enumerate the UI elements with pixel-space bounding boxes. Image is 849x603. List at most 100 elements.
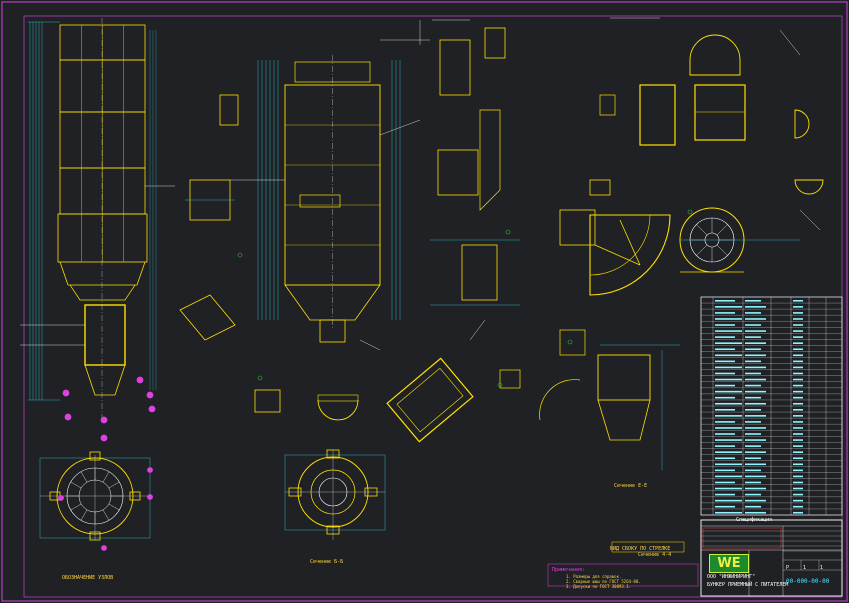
bom-text [745, 409, 761, 411]
bom-text [715, 324, 735, 326]
rotated-detail [386, 357, 474, 443]
small-detail [499, 369, 521, 389]
plan-spoke [70, 503, 82, 511]
arch-detail [689, 34, 741, 76]
plan-spoke [80, 509, 88, 521]
note-1: 1. Размеры для справок. [566, 574, 622, 579]
quarter-box [559, 209, 596, 246]
quarter-ring [589, 214, 671, 296]
datum-marker [497, 382, 503, 388]
bom-text [745, 402, 766, 405]
bom-text [745, 348, 761, 351]
title-sheet: 1 [803, 565, 807, 571]
datum-marker [687, 209, 693, 215]
quarter-spoke [594, 244, 641, 266]
bom-text [715, 445, 735, 447]
bom-text [793, 451, 803, 453]
leader-line [469, 319, 486, 341]
bom-text [745, 445, 761, 447]
node-marker [58, 495, 64, 501]
bom-text [745, 372, 761, 375]
bom-text [715, 463, 742, 466]
view-label-section-b: Сечение Б-Б [310, 559, 344, 565]
bom-text [793, 402, 803, 405]
half-round-b [794, 179, 824, 195]
title-sheets: 1 [820, 565, 824, 571]
bom-text [793, 499, 803, 502]
node-marker [136, 376, 144, 384]
view-label-top-right: Сечение 4-4 [638, 552, 672, 558]
bom-text [793, 366, 803, 369]
bom-text [745, 487, 766, 490]
bom-text [715, 342, 742, 344]
bom-text [715, 396, 735, 399]
bom-text [745, 336, 761, 338]
small-plate [589, 179, 611, 196]
bom-text [745, 511, 766, 514]
feeder-body [84, 304, 126, 366]
bom-text [715, 493, 735, 496]
bom-text [745, 306, 766, 308]
bom-text [715, 469, 735, 472]
detail-saddle [317, 399, 359, 421]
detail-bracket-b [461, 244, 498, 301]
plan-spoke [70, 481, 82, 489]
node-marker [147, 494, 153, 500]
section-e-cone [597, 399, 651, 441]
plan-spoke [102, 509, 110, 521]
notes-header-box [611, 541, 685, 553]
detail-bracket-a [437, 149, 479, 196]
bom-text [745, 505, 761, 508]
leader-line [359, 339, 381, 351]
bom-text [745, 378, 766, 381]
bom-text [745, 312, 761, 314]
bom-text [715, 318, 742, 320]
wheel-spoke [716, 224, 728, 236]
bom-text [715, 439, 742, 441]
bom-text [745, 342, 766, 344]
bom-text [745, 300, 761, 302]
detail-tab [484, 27, 506, 59]
bom-text [715, 378, 742, 381]
node-marker [147, 467, 153, 473]
detail-plate [254, 389, 281, 413]
bom-text [745, 324, 761, 326]
bom-text [793, 396, 803, 399]
note-3: 3. Допуски по ГОСТ 30893.1. [566, 584, 632, 589]
bom-text [745, 451, 766, 453]
bom-text [793, 409, 803, 411]
bom-text [715, 306, 742, 308]
red-stamp [702, 527, 782, 549]
bom-text [745, 384, 761, 387]
datum-marker [567, 339, 573, 345]
bom-text [745, 427, 766, 429]
bom-text [715, 487, 742, 490]
bom-text [793, 475, 803, 478]
bom-text [715, 372, 735, 375]
bom-text [715, 409, 735, 411]
leader-line [799, 209, 821, 231]
hopper-skirt [69, 284, 136, 301]
bom-text [745, 396, 761, 399]
bom-text [793, 463, 803, 466]
bom-text [715, 451, 742, 453]
wheel-spoke [716, 244, 728, 256]
bom-text [793, 330, 803, 332]
bom-text [715, 415, 742, 417]
bom-text [793, 354, 803, 357]
bom-text [715, 505, 735, 508]
bom-text [793, 433, 803, 435]
plan-spoke [102, 471, 110, 483]
bom-text [793, 312, 803, 314]
bom-text [745, 469, 761, 472]
inspection-hatch [299, 194, 341, 208]
note-2: 2. Сварные швы по ГОСТ 5264-80. [566, 579, 641, 584]
rotated-box [386, 357, 474, 443]
node-marker [100, 434, 108, 442]
bom-text [793, 318, 803, 320]
bom-text [745, 493, 761, 496]
bom-text [793, 300, 803, 302]
